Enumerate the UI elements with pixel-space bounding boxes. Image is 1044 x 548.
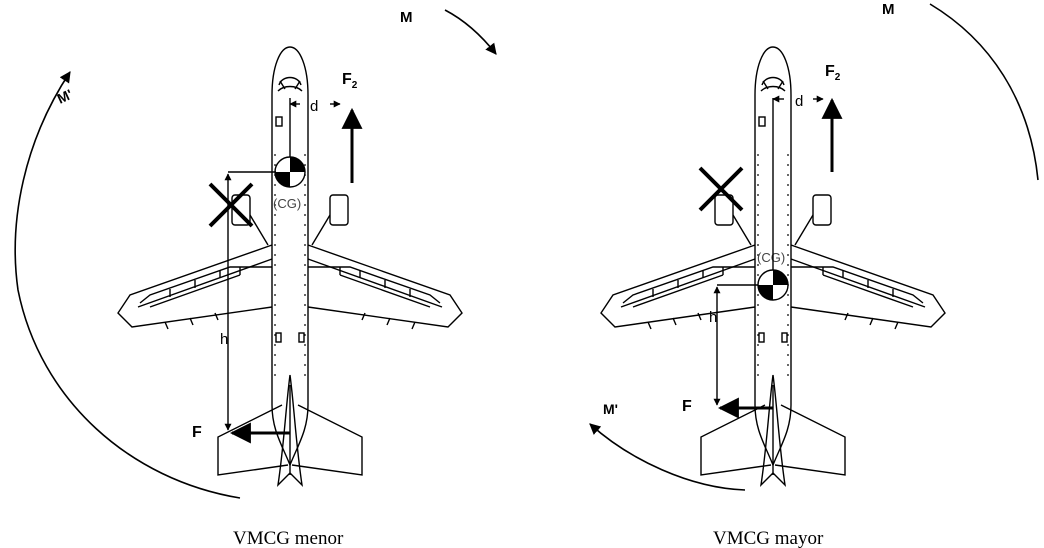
d-label-right: d — [795, 93, 803, 110]
moment-arc-left — [444, 9, 497, 55]
f2-label-right: F2 — [825, 63, 841, 83]
cg-label-right: (CG) — [757, 250, 785, 265]
f-label-left: F — [192, 424, 202, 441]
cg-symbol-icon — [757, 269, 789, 301]
d-label-left: d — [310, 98, 318, 115]
f2-label-left: F2 — [342, 71, 358, 91]
moment-prime-arc-left — [14, 71, 241, 499]
f-label-right: F — [682, 398, 692, 415]
moment-prime-label-right: M' — [603, 401, 618, 417]
moment-prime-arc-right — [589, 423, 746, 491]
x-cross-icon — [208, 182, 254, 228]
h-label-left: h — [220, 331, 228, 348]
cg-symbol-icon — [274, 156, 306, 188]
x-cross-icon — [698, 166, 744, 212]
cg-label-left: (CG) — [273, 196, 301, 211]
left-panel: M M' (CG) d F2 h F VMCG menor — [14, 9, 497, 548]
caption-right: VMCG mayor — [713, 528, 824, 548]
moment-label-left: M — [400, 9, 413, 26]
caption-left: VMCG menor — [233, 528, 344, 548]
moment-arc-right — [929, 3, 1039, 181]
moment-label-right: M — [882, 1, 895, 18]
moment-prime-label-left: M' — [55, 86, 75, 107]
right-panel: M M' (CG) d F2 h F VMCG mayor — [589, 1, 1039, 548]
h-label-right: h — [709, 309, 717, 326]
